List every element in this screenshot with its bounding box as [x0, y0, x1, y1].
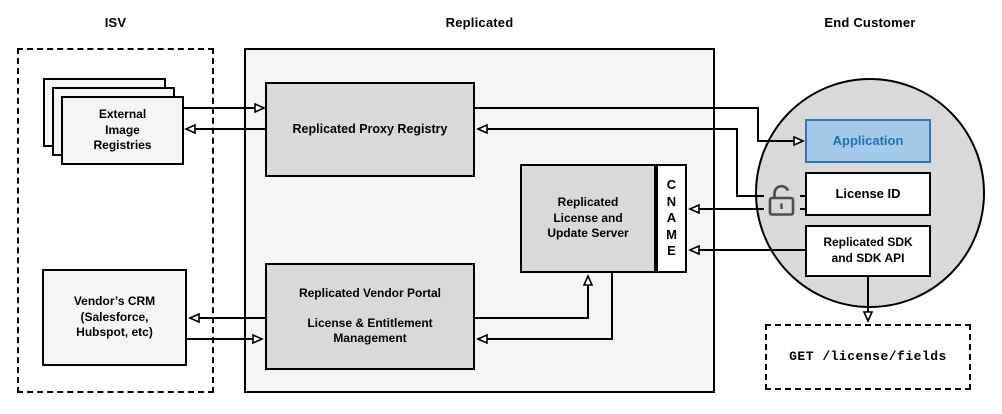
replicated-license-update-server-node: Replicated License and Update Server [520, 164, 656, 273]
sdk-label-line2: and SDK API [831, 251, 905, 265]
section-title-replicated: Replicated [445, 15, 514, 30]
cname-label: CNAME [666, 177, 677, 259]
registries-label-line2: Image [105, 122, 140, 137]
vendors-crm-node: Vendor’s CRM (Salesforce, Hubspot, etc) [42, 269, 187, 366]
vendor-portal-subtitle-line1: License & Entitlement [307, 315, 433, 330]
external-image-registries-node: External Image Registries [61, 96, 184, 165]
license-id-node: License ID [805, 172, 931, 216]
replicated-vendor-portal-node: Replicated Vendor Portal License & Entit… [265, 263, 475, 370]
license-id-label: License ID [835, 186, 901, 202]
sdk-label-line1: Replicated SDK [823, 235, 913, 250]
replicated-proxy-registry-node: Replicated Proxy Registry [265, 82, 475, 177]
application-label: Application [832, 133, 904, 149]
crm-label-line3: Hubspot, etc) [76, 325, 153, 340]
vendor-portal-subtitle-line2: Management [333, 331, 407, 346]
cname-node: CNAME [656, 164, 687, 273]
crm-label-line1: Vendor’s CRM [73, 293, 156, 308]
unlocked-padlock-icon [762, 179, 802, 219]
section-title-end-customer: End Customer [824, 15, 916, 30]
replicated-sdk-node: Replicated SDK and SDK API [805, 225, 931, 277]
registries-label-line3: Registries [93, 138, 152, 153]
vendor-portal-title: Replicated Vendor Portal [298, 285, 442, 300]
application-node: Application [805, 119, 931, 163]
registries-label-line1: External [98, 106, 147, 121]
get-license-fields-endpoint-node: GET /license/fields [765, 324, 971, 390]
license-server-label-line1: Replicated [557, 194, 619, 209]
crm-label-line2: (Salesforce, [80, 309, 149, 324]
proxy-registry-label: Replicated Proxy Registry [292, 122, 448, 137]
get-endpoint-label: GET /license/fields [789, 349, 947, 365]
section-title-isv: ISV [104, 15, 127, 30]
license-server-label-line3: Update Server [547, 226, 629, 241]
license-server-label-line2: License and [553, 210, 623, 225]
